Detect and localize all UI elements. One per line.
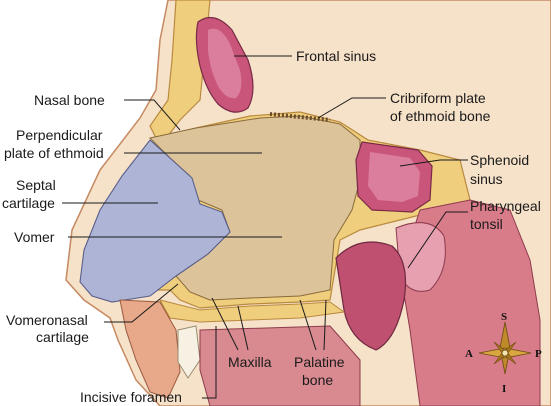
label-vomeronasal-line2: cartilage xyxy=(36,329,89,345)
compass-label-anterior: A xyxy=(465,348,473,360)
label-maxilla: Maxilla xyxy=(228,354,272,370)
frontal-sinus-highlight xyxy=(208,28,242,99)
label-septal-line1: Septal xyxy=(16,177,56,193)
leader-maxilla-b xyxy=(237,305,249,351)
pharyngeal-tonsil-shape xyxy=(395,222,446,292)
label-pharyngeal-line1: Pharyngeal xyxy=(470,198,541,214)
label-palatine-line2: bone xyxy=(302,372,333,388)
compass-label-inferior: I xyxy=(502,383,506,395)
label-perpendicular-line2: plate of ethmoid xyxy=(4,145,104,161)
label-sphenoid-line1: Sphenoid xyxy=(470,152,529,168)
leader-pharyngeal xyxy=(407,211,468,269)
label-incisive-foramen: Incisive foramen xyxy=(80,389,182,405)
leader-incisive xyxy=(202,326,217,399)
compass-rose: S I A P xyxy=(465,311,542,395)
maxilla-band xyxy=(159,299,346,323)
leader-palatine-b xyxy=(323,299,327,351)
label-cribriform-line1: Cribriform plate xyxy=(390,90,486,106)
leader-nasal-bone xyxy=(124,99,181,131)
label-pharyngeal-line2: tonsil xyxy=(470,216,503,232)
compass-label-superior: S xyxy=(501,311,507,323)
leader-sphenoid xyxy=(399,159,468,167)
label-frontal-sinus: Frontal sinus xyxy=(296,48,376,64)
compass-center xyxy=(501,349,509,357)
label-perpendicular-line1: Perpendicular xyxy=(16,127,103,143)
compass-label-posterior: P xyxy=(535,348,542,360)
lip-region xyxy=(119,299,181,399)
septal-cartilage-shape xyxy=(79,139,231,303)
label-septal-line2: cartilage xyxy=(2,195,55,211)
soft-palate-shape xyxy=(335,241,407,351)
leader-cribriform xyxy=(317,97,386,119)
label-vomer: Vomer xyxy=(14,229,55,245)
incisor-tooth xyxy=(177,325,201,379)
label-palatine-line1: Palatine xyxy=(294,354,345,370)
leader-maxilla-a xyxy=(211,297,239,351)
label-sphenoid-line2: sinus xyxy=(470,171,503,187)
label-vomeronasal-line1: Vomeronasal xyxy=(6,312,88,328)
leader-palatine-a xyxy=(299,299,317,351)
perpendicular-plate-shape xyxy=(148,115,361,301)
label-cribriform-line2: of ethmoid bone xyxy=(390,108,491,124)
mouth-floor xyxy=(199,325,361,406)
leader-vomeronasal xyxy=(104,283,179,323)
label-nasal-bone: Nasal bone xyxy=(34,92,105,108)
